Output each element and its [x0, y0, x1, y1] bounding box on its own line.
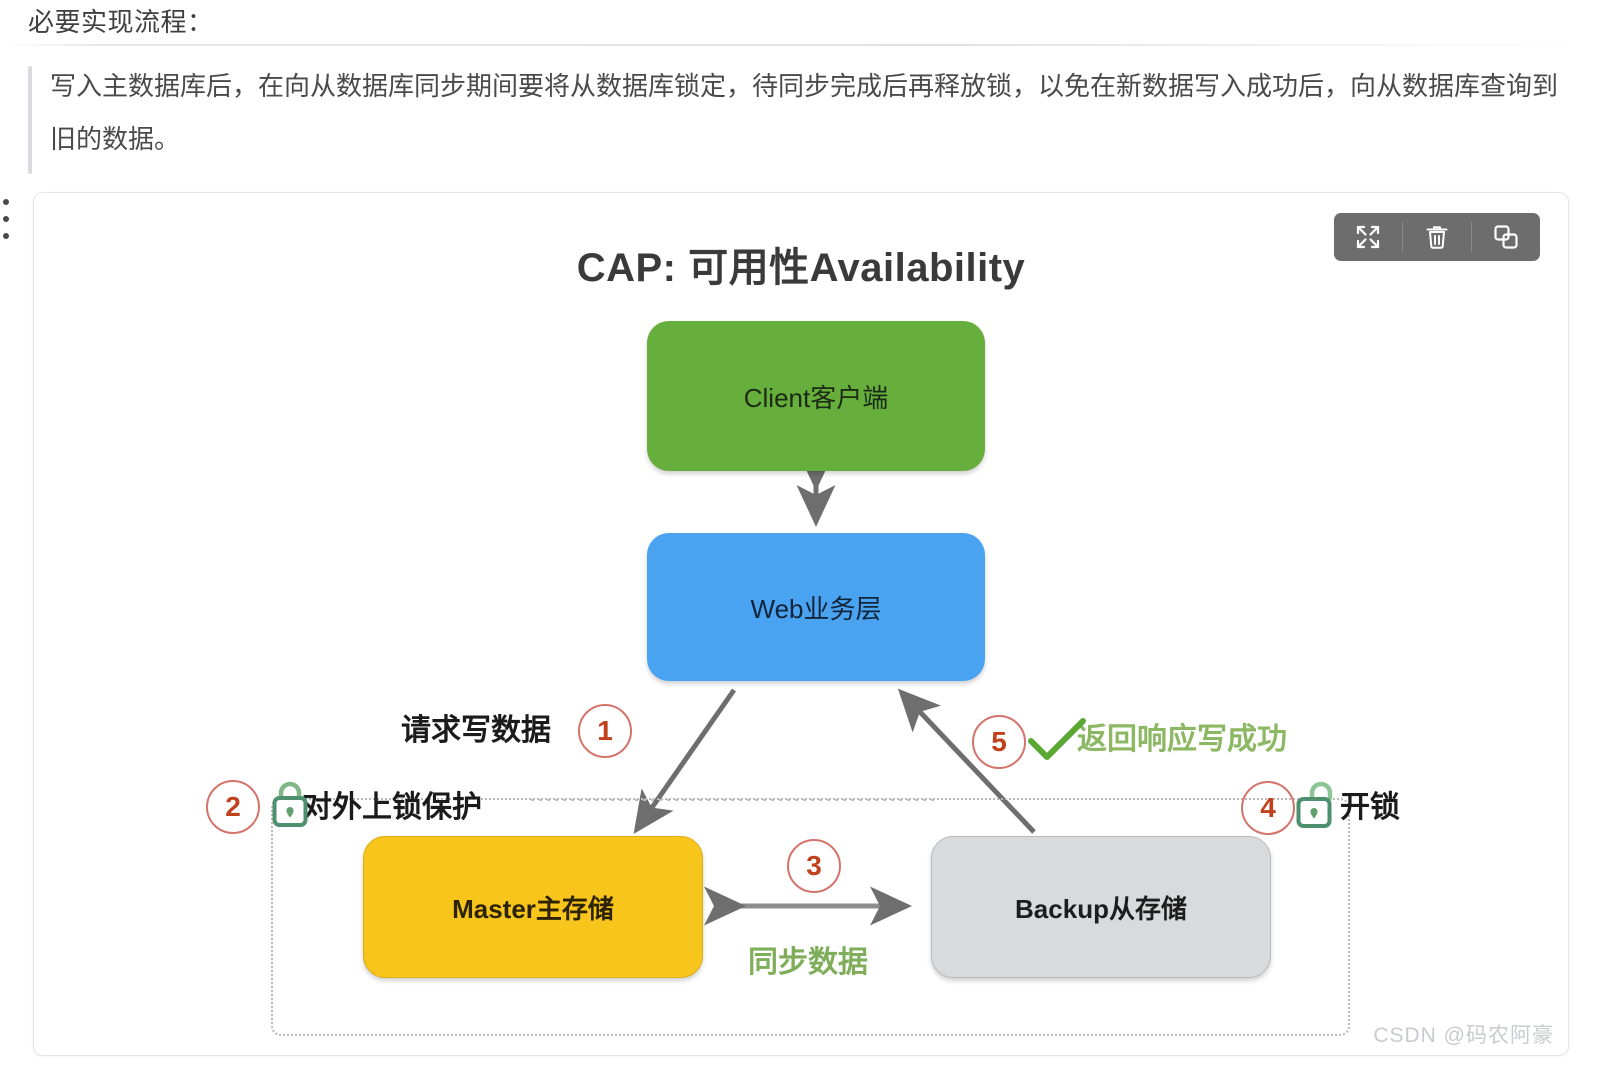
- drag-dot: [3, 199, 9, 205]
- quote-text: 写入主数据库后，在向从数据库同步期间要将从数据库锁定，待同步完成后再释放锁，以免…: [50, 71, 1559, 154]
- expand-button[interactable]: [1334, 213, 1402, 261]
- node-web-label: Web业务层: [750, 593, 882, 624]
- diagram-title: CAP: 可用性Availability: [576, 246, 1026, 290]
- drag-dot: [3, 233, 9, 239]
- expand-icon: [1355, 224, 1381, 250]
- diagram-toolbar[interactable]: [1334, 213, 1540, 261]
- node-web[interactable]: Web业务层: [647, 533, 985, 681]
- node-master-label: Master主存储: [452, 893, 614, 924]
- title-divider: [0, 44, 1598, 46]
- watermark: CSDN @码农阿豪: [1373, 1024, 1554, 1047]
- toolbar-separator: [1402, 222, 1403, 252]
- node-backup[interactable]: Backup从存储: [931, 836, 1271, 978]
- diagram-card[interactable]: CAP: 可用性Availability Client客户端: [33, 192, 1569, 1056]
- step-number-2: 2: [206, 780, 260, 834]
- toolbar-separator: [1471, 222, 1472, 252]
- lock-open-icon: [1292, 776, 1342, 835]
- quote-block: 写入主数据库后，在向从数据库同步期间要将从数据库锁定，待同步完成后再释放锁，以免…: [28, 60, 1568, 174]
- trash-icon: [1425, 224, 1449, 250]
- lock-protection-zone: [271, 798, 1350, 1036]
- copy-icon: [1493, 224, 1519, 250]
- check-icon: [1027, 717, 1087, 768]
- page-title: 必要实现流程：: [28, 7, 214, 37]
- step-number-1: 1: [578, 704, 632, 758]
- quote-accent-bar: [28, 66, 32, 174]
- step-number-5: 5: [972, 715, 1026, 769]
- label-unlock: 开锁: [1340, 791, 1400, 824]
- drag-dot: [3, 216, 9, 222]
- label-lock-protection: 对外上锁保护: [302, 791, 482, 824]
- label-write-request: 请求写数据: [401, 714, 551, 747]
- label-sync-data: 同步数据: [748, 946, 868, 979]
- node-client[interactable]: Client客户端: [647, 321, 985, 471]
- delete-button[interactable]: [1403, 213, 1471, 261]
- lock-closed-icon: [268, 778, 312, 833]
- diagram-canvas: CAP: 可用性Availability Client客户端: [34, 193, 1568, 1055]
- label-write-success: 返回响应写成功: [1077, 723, 1287, 756]
- drag-handle-dots[interactable]: [3, 199, 13, 245]
- node-client-label: Client客户端: [743, 382, 889, 413]
- copy-button[interactable]: [1472, 213, 1540, 261]
- step-number-4: 4: [1241, 781, 1295, 835]
- node-master[interactable]: Master主存储: [363, 836, 703, 978]
- step-number-3: 3: [787, 839, 841, 893]
- node-backup-label: Backup从存储: [1015, 893, 1187, 924]
